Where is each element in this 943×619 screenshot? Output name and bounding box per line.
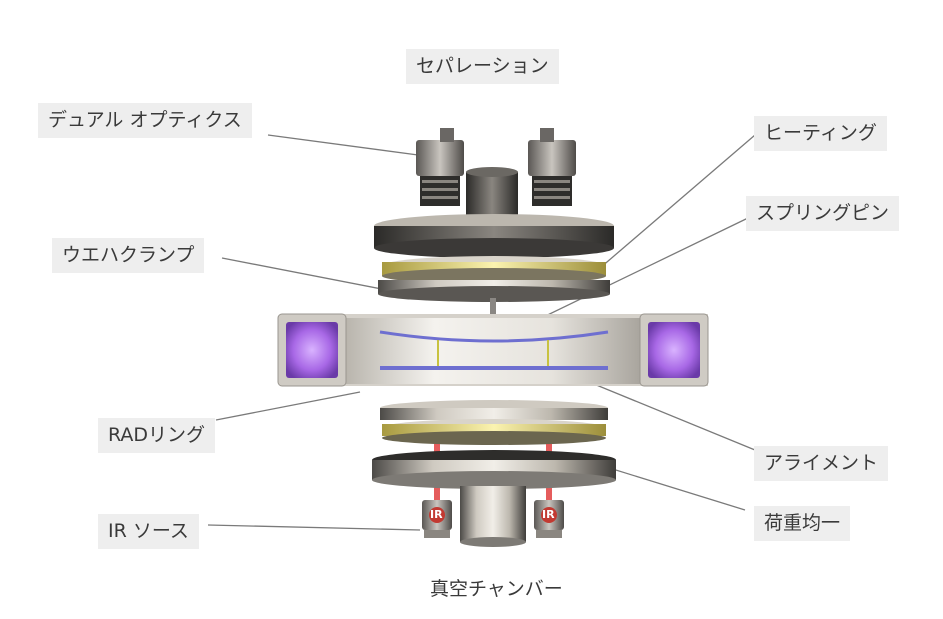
- process-chamber: [277, 313, 709, 387]
- label-wafer-clamp: ウエハクランプ: [52, 238, 205, 273]
- label-separation: セパレーション: [406, 49, 559, 84]
- ir-source-modules: [422, 500, 564, 538]
- label-rad-ring: RADリング: [98, 418, 216, 453]
- load-uniform-plate: [372, 450, 616, 489]
- top-cylinder: [466, 167, 518, 222]
- ir-badge-left: IR: [430, 508, 443, 521]
- label-vacuum-chamber: 真空チャンバー: [430, 578, 563, 600]
- heating-ring: [382, 256, 606, 284]
- label-dual-optics: デュアル オプティクス: [38, 103, 252, 138]
- leader-lines: [207, 134, 756, 531]
- wafer-clamp-plate: [378, 280, 610, 302]
- label-ir-source: IR ソース: [98, 514, 199, 549]
- top-lid-plate: [374, 214, 614, 258]
- label-load-uniform: 荷重均一: [754, 506, 851, 541]
- label-spring-pin: スプリングピン: [746, 196, 900, 231]
- label-alignment: アライメント: [754, 446, 889, 481]
- ir-badge-right: IR: [542, 508, 555, 521]
- lower-heating-ring: [380, 400, 608, 445]
- label-heating: ヒーティング: [754, 116, 887, 151]
- dual-optics-cameras: [416, 128, 576, 206]
- vacuum-chamber-base: [460, 486, 526, 547]
